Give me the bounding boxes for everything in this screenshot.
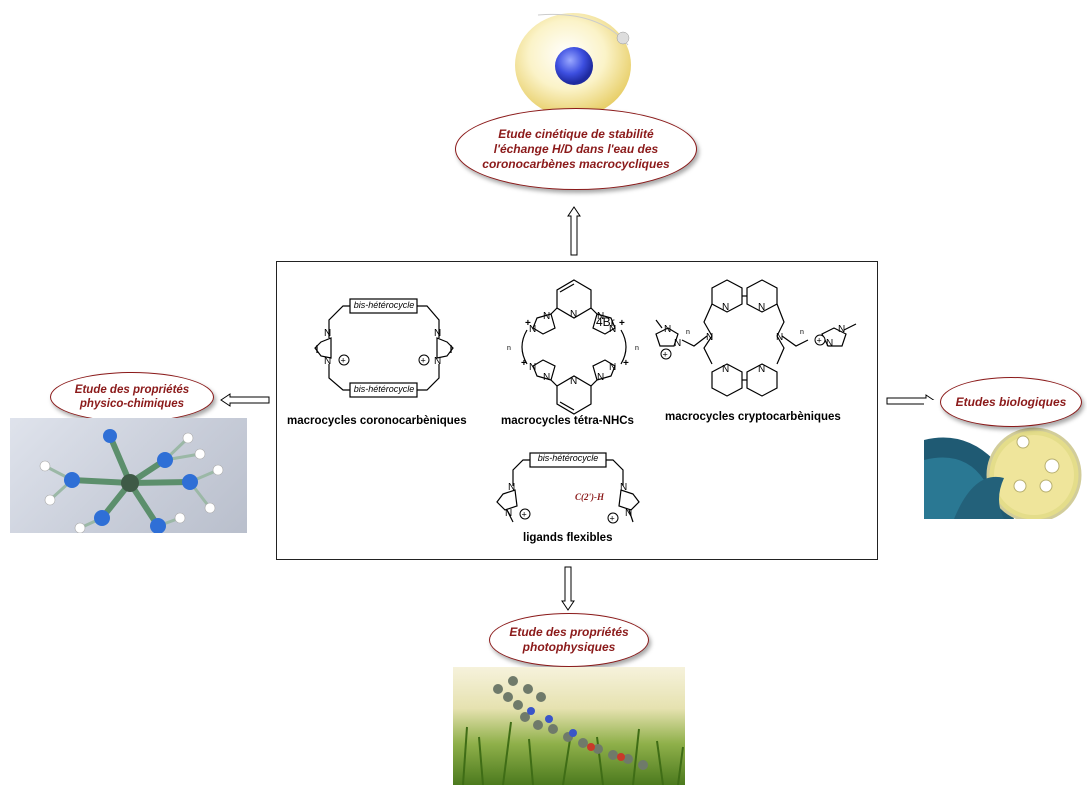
svg-text:N: N xyxy=(758,364,765,375)
svg-text:n: n xyxy=(635,345,639,352)
coronocarbene-linker-top-label: bis-hétérocycle xyxy=(353,300,415,310)
svg-text:+: + xyxy=(619,318,625,329)
flexible-ligand-structure: N N N N + + xyxy=(496,452,640,524)
svg-text:N: N xyxy=(529,362,536,373)
up-arrow-icon xyxy=(567,206,581,256)
study-photophysical-ellipse: Etude des propriétés photophysiques xyxy=(489,613,649,667)
svg-text:N: N xyxy=(625,508,632,519)
coronocarbene-structure: N N N N + + xyxy=(314,298,454,398)
svg-text:+: + xyxy=(421,356,426,366)
svg-text:+: + xyxy=(521,358,527,369)
study-photophysical-label: Etude des propriétés photophysiques xyxy=(509,625,629,654)
svg-text:N: N xyxy=(620,482,627,493)
svg-text:N: N xyxy=(543,372,550,383)
study-biological-ellipse: Etudes biologiques xyxy=(940,377,1082,427)
tetra-nhc-counterion: 4Br xyxy=(596,315,615,329)
svg-text:N: N xyxy=(722,364,729,375)
svg-text:N: N xyxy=(434,328,441,339)
svg-text:N: N xyxy=(706,332,713,343)
svg-text:N: N xyxy=(597,372,604,383)
svg-text:+: + xyxy=(663,350,668,360)
c2-h-annotation: C(2')-H xyxy=(575,492,604,502)
svg-text:N: N xyxy=(674,338,681,349)
study-physicochemical-label: Etude des propriétés physico-chimiques xyxy=(74,383,190,410)
svg-text:N: N xyxy=(324,328,331,339)
svg-text:N: N xyxy=(758,302,765,313)
svg-text:N: N xyxy=(664,324,671,335)
svg-text:+: + xyxy=(341,356,346,366)
svg-text:N: N xyxy=(776,332,783,343)
flexible-linker-label: bis-hétérocycle xyxy=(530,453,606,463)
svg-text:+: + xyxy=(525,318,531,329)
coronocarbene-caption: macrocycles coronocarbèniques xyxy=(287,415,467,427)
svg-text:N: N xyxy=(838,324,845,335)
svg-text:N: N xyxy=(722,302,729,313)
svg-text:N: N xyxy=(826,338,833,349)
svg-text:n: n xyxy=(507,345,511,352)
svg-text:N: N xyxy=(508,482,515,493)
svg-text:N: N xyxy=(570,309,577,320)
svg-text:n: n xyxy=(686,329,690,336)
study-physicochemical-ellipse: Etude des propriétés physico-chimiques xyxy=(50,372,214,422)
linker-text: bis-hétérocycle xyxy=(537,453,599,463)
svg-text:N: N xyxy=(609,324,616,335)
coronocarbene-linker-bottom-label: bis-hétérocycle xyxy=(353,384,415,394)
study-hd-exchange-label: Etude cinétique de stabilité l'échange H… xyxy=(482,126,670,171)
linker-text: bis-hétérocycle xyxy=(353,300,415,310)
cryptocarbene-caption: macrocycles cryptocarbèniques xyxy=(665,411,841,423)
molecular-model-image xyxy=(10,418,247,533)
svg-text:+: + xyxy=(610,514,615,524)
down-arrow-icon xyxy=(561,566,575,611)
svg-text:N: N xyxy=(570,376,577,387)
flexible-ligand-caption: ligands flexibles xyxy=(523,532,613,544)
svg-text:N: N xyxy=(434,356,441,367)
svg-text:+: + xyxy=(623,358,629,369)
photophysics-grass-image xyxy=(453,667,685,785)
svg-text:+: + xyxy=(817,336,822,346)
svg-text:N: N xyxy=(505,508,512,519)
svg-text:+: + xyxy=(522,510,527,520)
left-arrow-icon xyxy=(220,393,270,407)
svg-text:n: n xyxy=(800,329,804,336)
linker-text: bis-hétérocycle xyxy=(353,384,415,394)
svg-text:N: N xyxy=(543,311,550,322)
svg-text:N: N xyxy=(529,324,536,335)
svg-text:N: N xyxy=(597,311,604,322)
hd-exchange-sphere-image xyxy=(508,5,638,117)
svg-text:N: N xyxy=(609,362,616,373)
tetra-nhc-caption: macrocycles tétra-NHCs xyxy=(501,415,634,427)
svg-text:N: N xyxy=(324,356,331,367)
study-biological-label: Etudes biologiques xyxy=(955,394,1067,409)
study-hd-exchange-ellipse: Etude cinétique de stabilité l'échange H… xyxy=(455,108,697,190)
